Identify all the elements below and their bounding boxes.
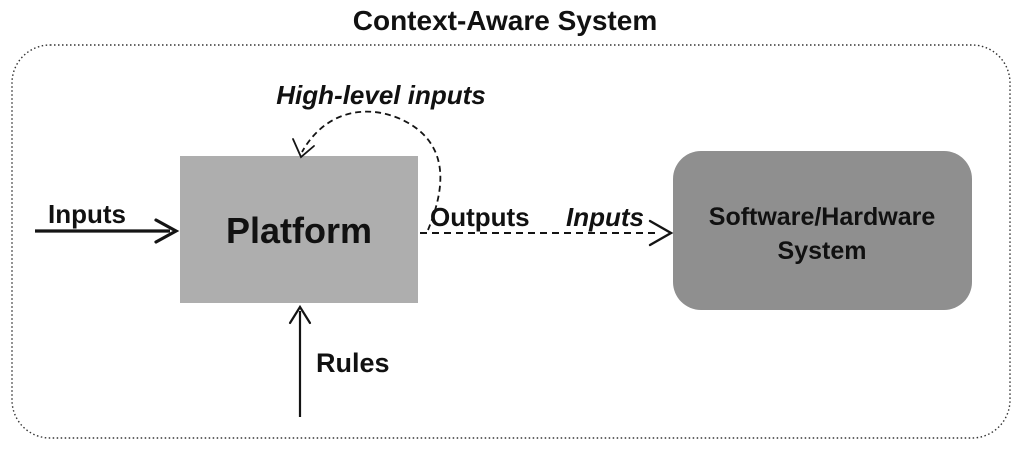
outputs-arrow [420, 219, 674, 247]
rules-arrow [288, 304, 312, 417]
inputs-arrow [35, 218, 180, 244]
platform-node [180, 156, 418, 303]
outputs-label: Outputs [430, 202, 530, 232]
software-hardware-label-line2: System [778, 237, 867, 265]
software-hardware-label-line1: Software/Hardware [709, 203, 936, 231]
high-level-inputs-label: High-level inputs [276, 80, 485, 110]
system-inputs-label: Inputs [566, 202, 644, 232]
diagram-title: Context-Aware System [353, 5, 657, 36]
platform-label: Platform [226, 210, 372, 251]
inputs-label: Inputs [48, 199, 126, 229]
software-hardware-node [673, 151, 972, 310]
system-boundary [11, 44, 1011, 439]
rules-label: Rules [316, 348, 390, 378]
high-level-inputs-arrow [292, 110, 442, 231]
